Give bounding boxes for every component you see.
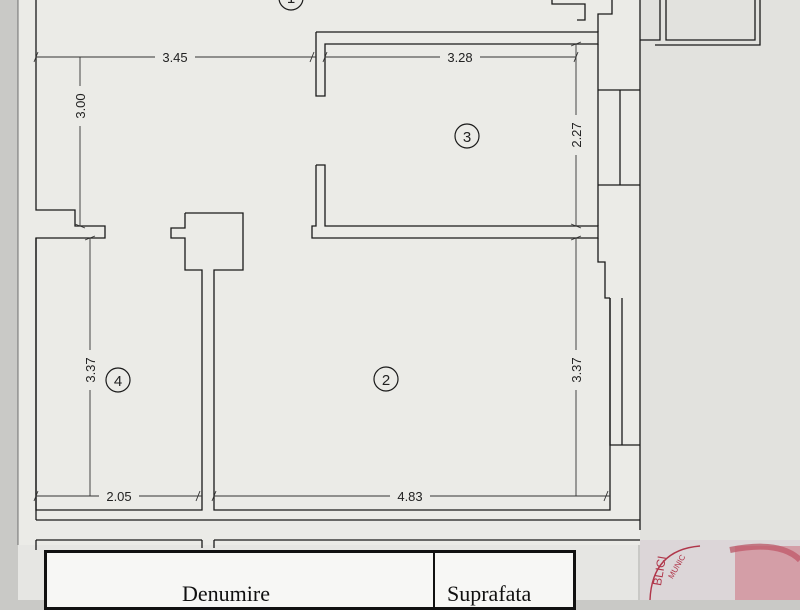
room-number-1: 1 [287, 0, 295, 7]
room-marker-3 [454, 123, 480, 149]
official-stamp: BLICI MUNIC [640, 540, 800, 600]
stamp-text-top: BLICI [650, 555, 669, 587]
room4-width-label: 2.05 [106, 489, 131, 504]
room-marker-2 [373, 366, 399, 392]
room1-height-label: 3.00 [73, 93, 88, 118]
room2-height-label: 3.37 [569, 357, 584, 382]
room-marker-1 [278, 0, 304, 11]
area-table: Denumire Suprafata [44, 550, 576, 610]
dimension-labels: 3.45 3.28 3.00 2.27 3.37 3.37 2.05 4.83 [73, 50, 584, 504]
room3-height-label: 2.27 [569, 122, 584, 147]
room3-width-label: 3.28 [447, 50, 472, 65]
walls [17, 0, 761, 550]
room-number-2: 2 [382, 372, 390, 389]
table-column-denumire: Denumire [47, 553, 435, 607]
table-header-suprafata: Suprafata [447, 581, 532, 606]
room1-width-label: 3.45 [162, 50, 187, 65]
table-header-denumire: Denumire [182, 581, 270, 606]
room-markers: 1 2 3 4 [105, 0, 480, 393]
room2-width-label: 4.83 [397, 489, 422, 504]
room-number-3: 3 [463, 129, 471, 146]
room4-height-label: 3.37 [83, 357, 98, 382]
room-number-4: 4 [114, 373, 122, 390]
room-marker-4 [105, 367, 131, 393]
